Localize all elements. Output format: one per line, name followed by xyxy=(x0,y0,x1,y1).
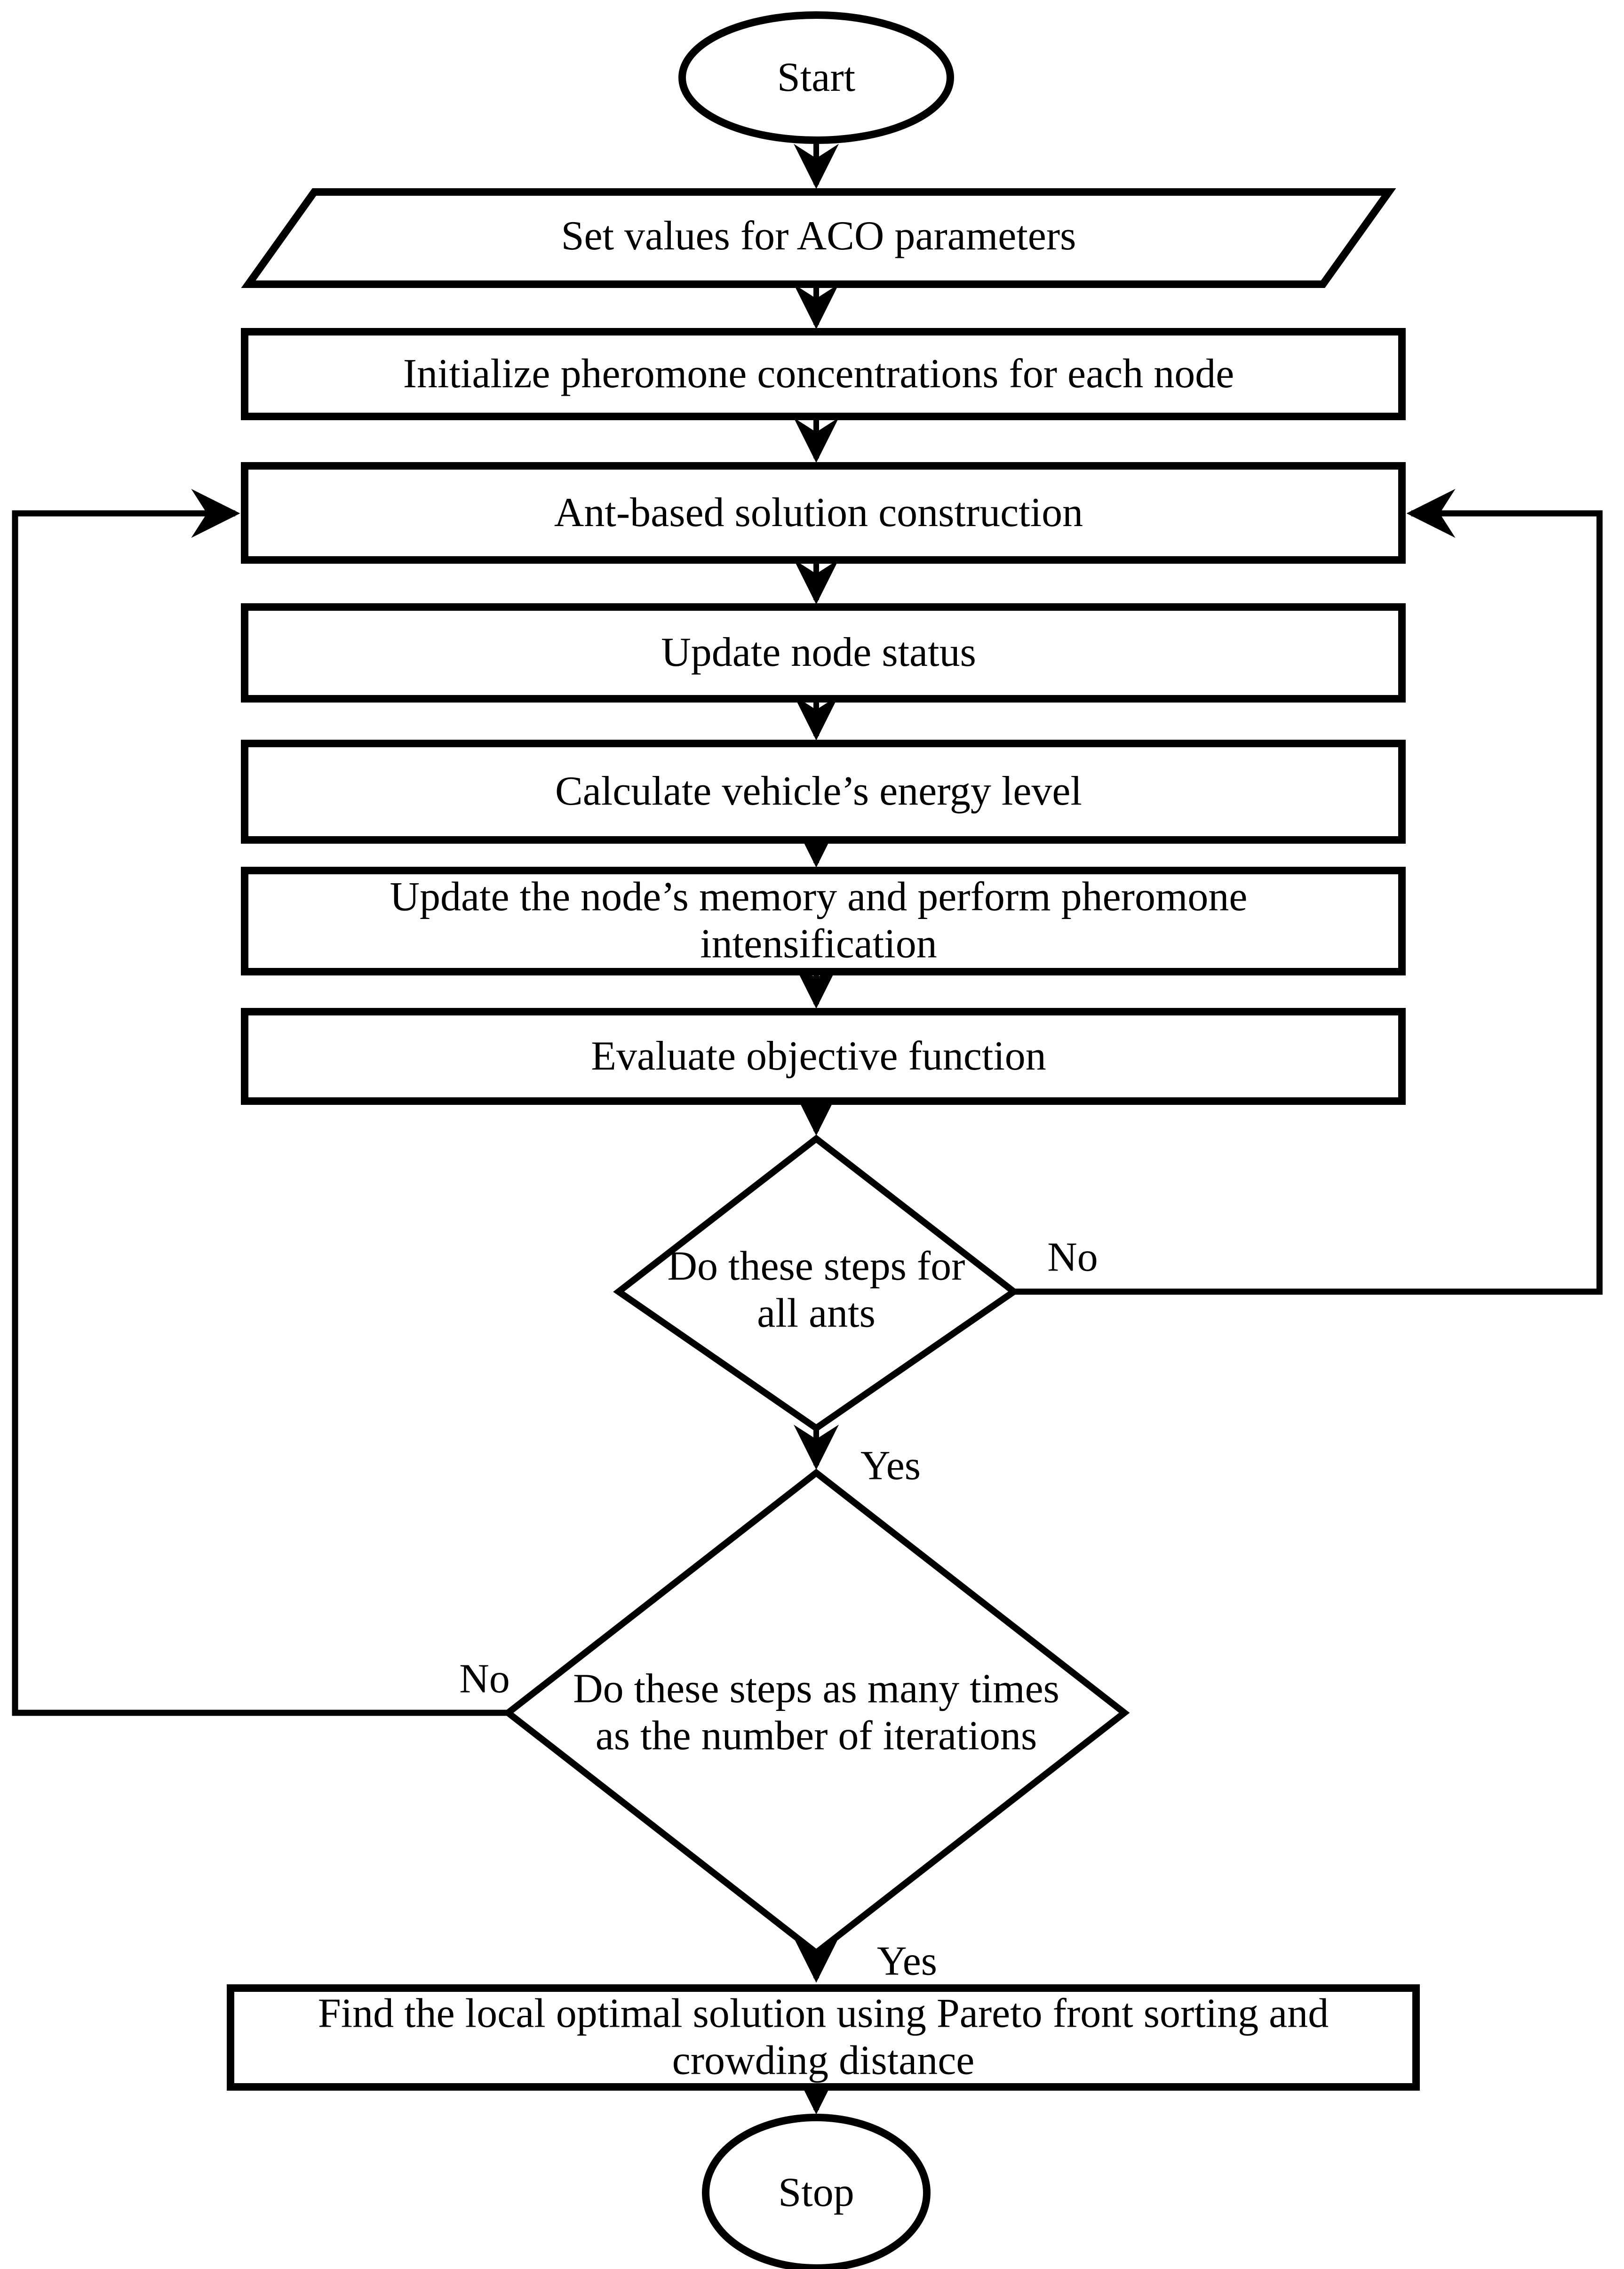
update-memory-rect xyxy=(241,867,1406,975)
start-label: Start xyxy=(777,54,856,100)
update-memory-label: Update the node’s memory and perform phe… xyxy=(390,874,1248,967)
find-optimal-label: Find the local optimal solution using Pa… xyxy=(318,1990,1329,2084)
loop-all-ants-no xyxy=(1014,489,1603,1295)
start-terminator-shape xyxy=(678,11,954,144)
all-ants-decision-diamond xyxy=(613,1134,1019,1432)
loop-iterations-no xyxy=(12,489,508,1716)
iterations-decision-diamond xyxy=(502,1469,1130,1957)
all-ants-no-label: No xyxy=(1047,1234,1098,1280)
evaluate-objective-label: Evaluate objective function xyxy=(591,1033,1046,1079)
initialize-pheromone-rect xyxy=(241,328,1406,420)
initialize-pheromone-label: Initialize pheromone concentrations for … xyxy=(403,351,1234,397)
ant-construction-rect xyxy=(241,462,1406,564)
iterations-no-label: No xyxy=(459,1656,510,1702)
iterations-yes-label: Yes xyxy=(876,1938,938,1984)
stop-label: Stop xyxy=(778,2169,854,2215)
set-parameters-label: Set values for ACO parameters xyxy=(561,213,1076,259)
calculate-energy-label: Calculate vehicle’s energy level xyxy=(555,768,1082,814)
calculate-energy-rect xyxy=(241,740,1406,844)
all-ants-decision-label: Do these steps for all ants xyxy=(667,1243,965,1336)
evaluate-objective-rect xyxy=(241,1008,1406,1105)
iterations-decision-label: Do these steps as many times as the numb… xyxy=(573,1666,1059,1759)
all-ants-yes-label: Yes xyxy=(860,1443,921,1489)
set-parameters-parallelogram xyxy=(241,188,1396,288)
ant-construction-label: Ant-based solution construction xyxy=(554,489,1083,535)
stop-terminator-shape xyxy=(702,2114,931,2269)
find-optimal-rect xyxy=(227,1984,1420,2091)
update-node-status-label: Update node status xyxy=(661,629,976,675)
update-node-status-rect xyxy=(241,603,1406,703)
